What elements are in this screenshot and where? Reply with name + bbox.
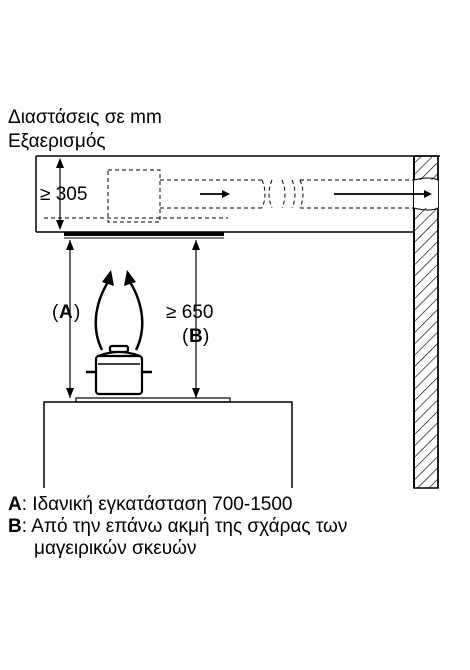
legend-item-b: B : Από την επάνω ακμή της σχάρας των bbox=[8, 516, 463, 538]
legend-text-b-line2: μαγειρικών σκευών bbox=[34, 538, 197, 559]
legend-text-b-line1: : Από την επάνω ακμή της σχάρας των bbox=[21, 516, 348, 537]
top-gap-dimension bbox=[56, 158, 64, 230]
min-height-label: ≥ 650 bbox=[166, 302, 213, 323]
cooker-hood bbox=[64, 232, 224, 239]
legend: A : Ιδανική εγκατάσταση 700-1500 B : Από… bbox=[8, 494, 463, 560]
dimension-a-open-paren: ( bbox=[52, 302, 59, 323]
header-dimensions-text: Διαστάσεις σε mm bbox=[8, 107, 162, 128]
airflow-arrow-long bbox=[334, 190, 432, 198]
top-gap-label: ≥ 305 bbox=[40, 184, 87, 205]
legend-key-b: B bbox=[8, 516, 22, 537]
dimension-b-label: B bbox=[189, 326, 203, 347]
header-ventilation-text: Εξαερισμός bbox=[8, 131, 106, 152]
steam-arrow-right bbox=[124, 270, 144, 351]
dimension-b-line bbox=[192, 240, 200, 398]
legend-item-a: A : Ιδανική εγκατάσταση 700-1500 bbox=[8, 494, 463, 516]
legend-text-a: : Ιδανική εγκατάσταση 700-1500 bbox=[21, 494, 293, 515]
exhaust-duct bbox=[44, 169, 414, 223]
legend-key-a: A bbox=[8, 494, 22, 515]
steam-arrow-left bbox=[94, 270, 114, 351]
cooking-pot-icon bbox=[86, 344, 152, 396]
dimension-b-open-paren: ( bbox=[182, 326, 189, 347]
dimension-b-close-paren: ) bbox=[203, 326, 209, 347]
kitchen-counter bbox=[43, 401, 293, 488]
dimension-a-label: A bbox=[59, 302, 73, 323]
airflow-arrow-short bbox=[200, 190, 230, 198]
dimension-a-close-paren: ) bbox=[74, 302, 80, 323]
wall bbox=[413, 155, 439, 489]
dimension-a-line bbox=[66, 240, 74, 398]
